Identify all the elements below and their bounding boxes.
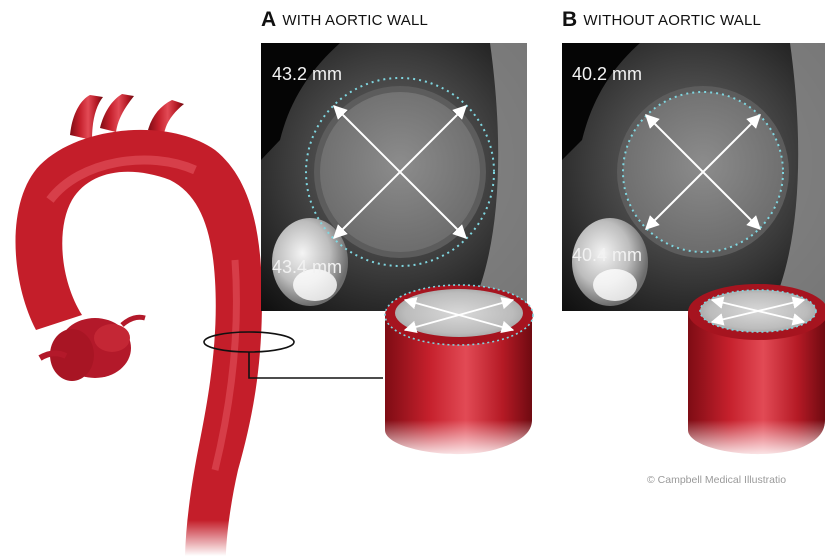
- panel-b-letter: B: [562, 8, 577, 31]
- panel-b-heading: WITHOUT AORTIC WALL: [583, 12, 761, 29]
- vessel-segment-b: [680, 284, 825, 460]
- panel-b-measurement-bottom: 40.4 mm: [572, 245, 642, 266]
- panel-a-measurement-bottom: 43.4 mm: [272, 257, 342, 278]
- panel-a-title: A WITH AORTIC WALL: [261, 8, 428, 32]
- panel-a-letter: A: [261, 8, 276, 31]
- leader-line: [249, 352, 383, 378]
- image-credit: © Campbell Medical Illustratio: [647, 474, 786, 486]
- panel-b-title: B WITHOUT AORTIC WALL: [562, 8, 761, 32]
- vessel-segment-a: [380, 285, 540, 460]
- panel-b-measurement-top: 40.2 mm: [572, 64, 642, 85]
- aortic-root: [40, 317, 145, 381]
- panel-a-measurement-top: 43.2 mm: [272, 64, 342, 85]
- panel-a-heading: WITH AORTIC WALL: [282, 12, 428, 29]
